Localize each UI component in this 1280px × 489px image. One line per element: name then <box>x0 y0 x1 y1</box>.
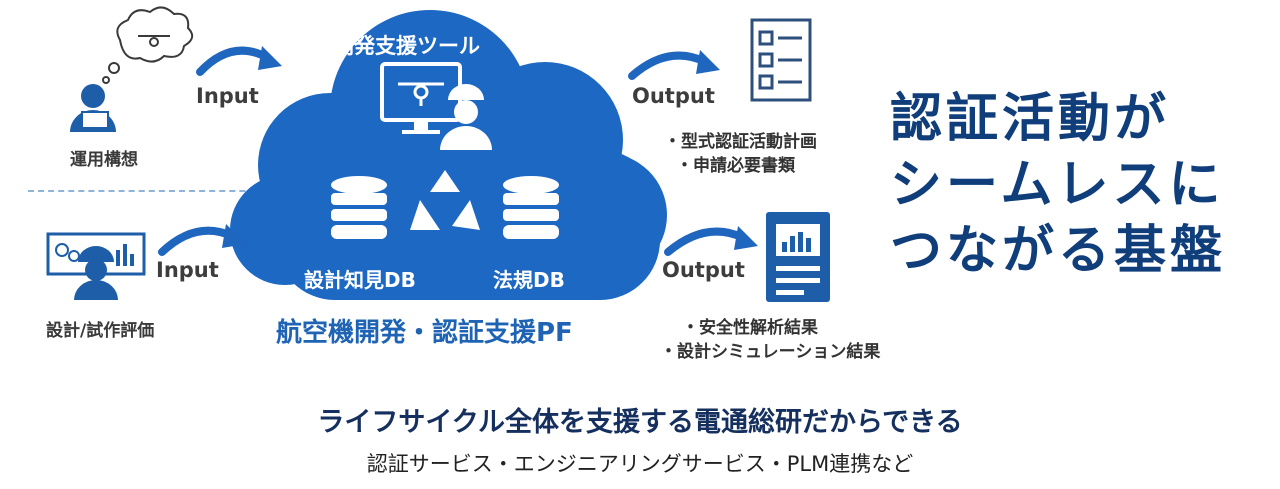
output-item: ・申請必要書類 <box>676 156 795 176</box>
arrow-input-top <box>196 46 282 76</box>
engineer-dashboard-icon <box>46 232 146 300</box>
input-label-top: Input <box>196 84 259 108</box>
db-right-icon <box>503 176 559 239</box>
output-list-top: ・型式認証活動計画 ・申請必要書類 <box>664 130 817 178</box>
arrow-input-bottom <box>158 224 246 256</box>
db-left-icon <box>331 176 387 239</box>
headline: 認証活動が シームレスに つながる基盤 <box>890 86 1226 284</box>
output-label-bottom: Output <box>662 258 745 282</box>
checklist-icon <box>750 18 812 102</box>
headline-line-2: シームレスに <box>890 155 1225 215</box>
recycle-icon <box>410 170 480 230</box>
headline-line-3: つながる基盤 <box>890 221 1227 281</box>
arrow-output-top <box>628 50 720 80</box>
output-item: ・設計シミュレーション結果 <box>660 342 881 362</box>
headline-line-1: 認証活動が <box>890 89 1171 149</box>
services-line: 認証サービス・エンジニアリングサービス・PLM連携など <box>366 452 914 476</box>
operator-thinking-drone-icon <box>70 6 194 132</box>
platform-name: 航空機開発・認証支援PF <box>276 318 573 348</box>
db-right-label: 法規DB <box>493 268 565 292</box>
db-left-label: 設計知見DB <box>304 268 416 292</box>
output-item: ・安全性解析結果 <box>682 318 818 338</box>
input-source-top: 運用構想 <box>70 150 138 170</box>
output-item: ・型式認証活動計画 <box>664 132 817 152</box>
arrow-output-bottom <box>664 226 758 256</box>
tagline: ライフサイクル全体を支援する電通総研だからできる <box>317 407 963 438</box>
dev-tool-label: 開発支援ツール <box>333 34 480 58</box>
input-label-bottom: Input <box>156 258 219 282</box>
input-source-bottom: 設計/試作評価 <box>46 321 155 341</box>
output-label-top: Output <box>632 84 715 108</box>
report-chart-icon <box>766 212 830 302</box>
dev-tool-monitor-icon <box>380 62 492 150</box>
output-list-bottom: ・安全性解析結果 ・設計シミュレーション結果 <box>660 316 880 364</box>
